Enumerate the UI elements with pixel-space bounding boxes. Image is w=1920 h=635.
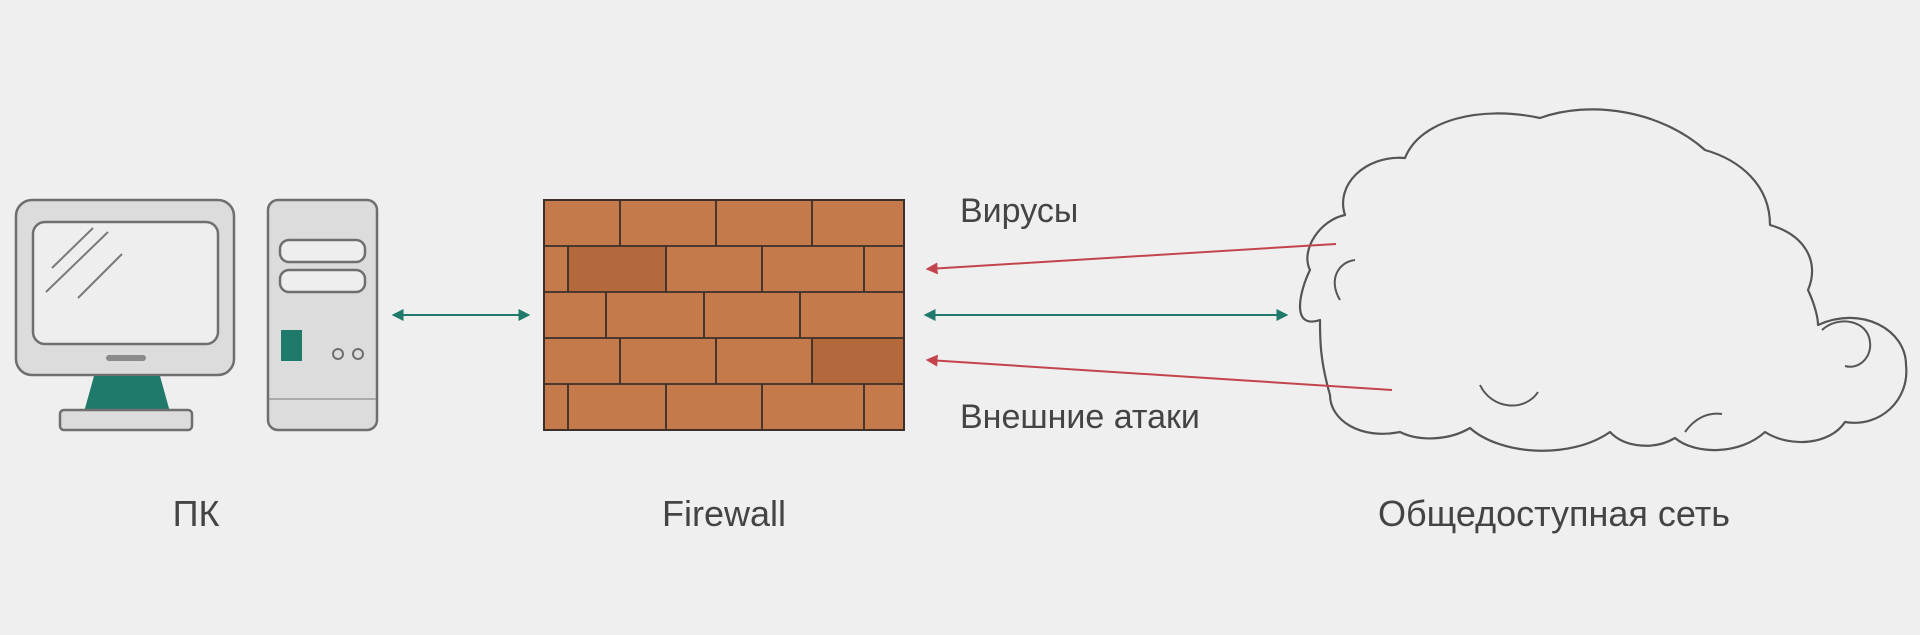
viruses-label: Вирусы [960, 192, 1078, 230]
system-unit-icon [266, 198, 379, 432]
firewall-label: Firewall [662, 493, 786, 534]
cloud-icon [1298, 108, 1908, 452]
network-label: Общедоступная сеть [1378, 493, 1730, 534]
pc-label: ПК [173, 493, 220, 534]
attacks-arrow [925, 354, 1393, 391]
monitor-icon [14, 198, 236, 432]
viruses-arrow [925, 243, 1337, 275]
attacks-label: Внешние атаки [960, 398, 1200, 436]
brick-wall-icon [543, 199, 905, 431]
